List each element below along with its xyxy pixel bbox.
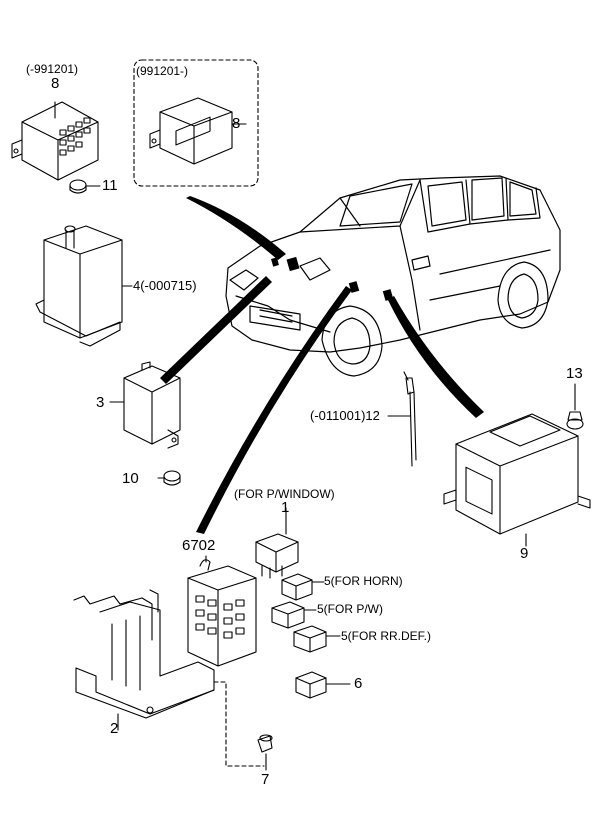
part-12-label: (-011001)12 [310,408,380,423]
part-8-late-number: 8 [232,115,241,132]
part-5-relay-pw [271,601,317,629]
part-6-relay [295,671,351,699]
part-13-number: 13 [566,365,583,382]
part-13-bolt [566,383,584,430]
vehicle-illustration [225,175,561,377]
part-7-bolt [213,681,273,771]
part-5-pw-label: 5(FOR P/W) [317,602,383,616]
part-5-relay-rrdef [293,625,341,653]
part-5-horn-label: 5(FOR HORN) [324,574,403,588]
part-9-number: 9 [520,545,529,562]
part-8-late-range-label: (991201-) [136,64,189,78]
part-1-number: 1 [281,499,290,516]
part-9-control-unit [443,413,591,547]
part-3-number: 3 [96,394,105,411]
part-5-relay-horn [281,573,325,601]
location-leaders [160,196,484,534]
part-1-relay [255,507,299,579]
part-4-label: 4(-000715) [133,278,197,293]
part-6702-junction-box [187,555,257,667]
part-5-rrdef-label: 5(FOR RR.DEF.) [341,629,431,643]
part-11-nut [69,179,101,194]
part-1-note: (FOR P/WINDOW) [234,487,335,501]
part-2-number: 2 [110,720,119,737]
part-10-number: 10 [122,470,139,487]
part-3-module [109,361,181,449]
version-box [133,59,259,187]
part-8-early-range-label: (-991201) [26,62,79,76]
part-12-cable-tie [387,371,417,467]
part-6-number: 6 [354,675,363,692]
part-8-late-module [149,97,247,165]
part-7-number: 7 [261,771,270,788]
part-2-bracket [73,589,215,731]
part-8-early-number: 8 [51,75,60,92]
part-6702-number: 6702 [182,537,216,554]
part-4-module [35,225,133,347]
part-10-nut [157,470,181,486]
part-11-number: 11 [102,177,118,194]
part-8-early-module [11,101,99,181]
